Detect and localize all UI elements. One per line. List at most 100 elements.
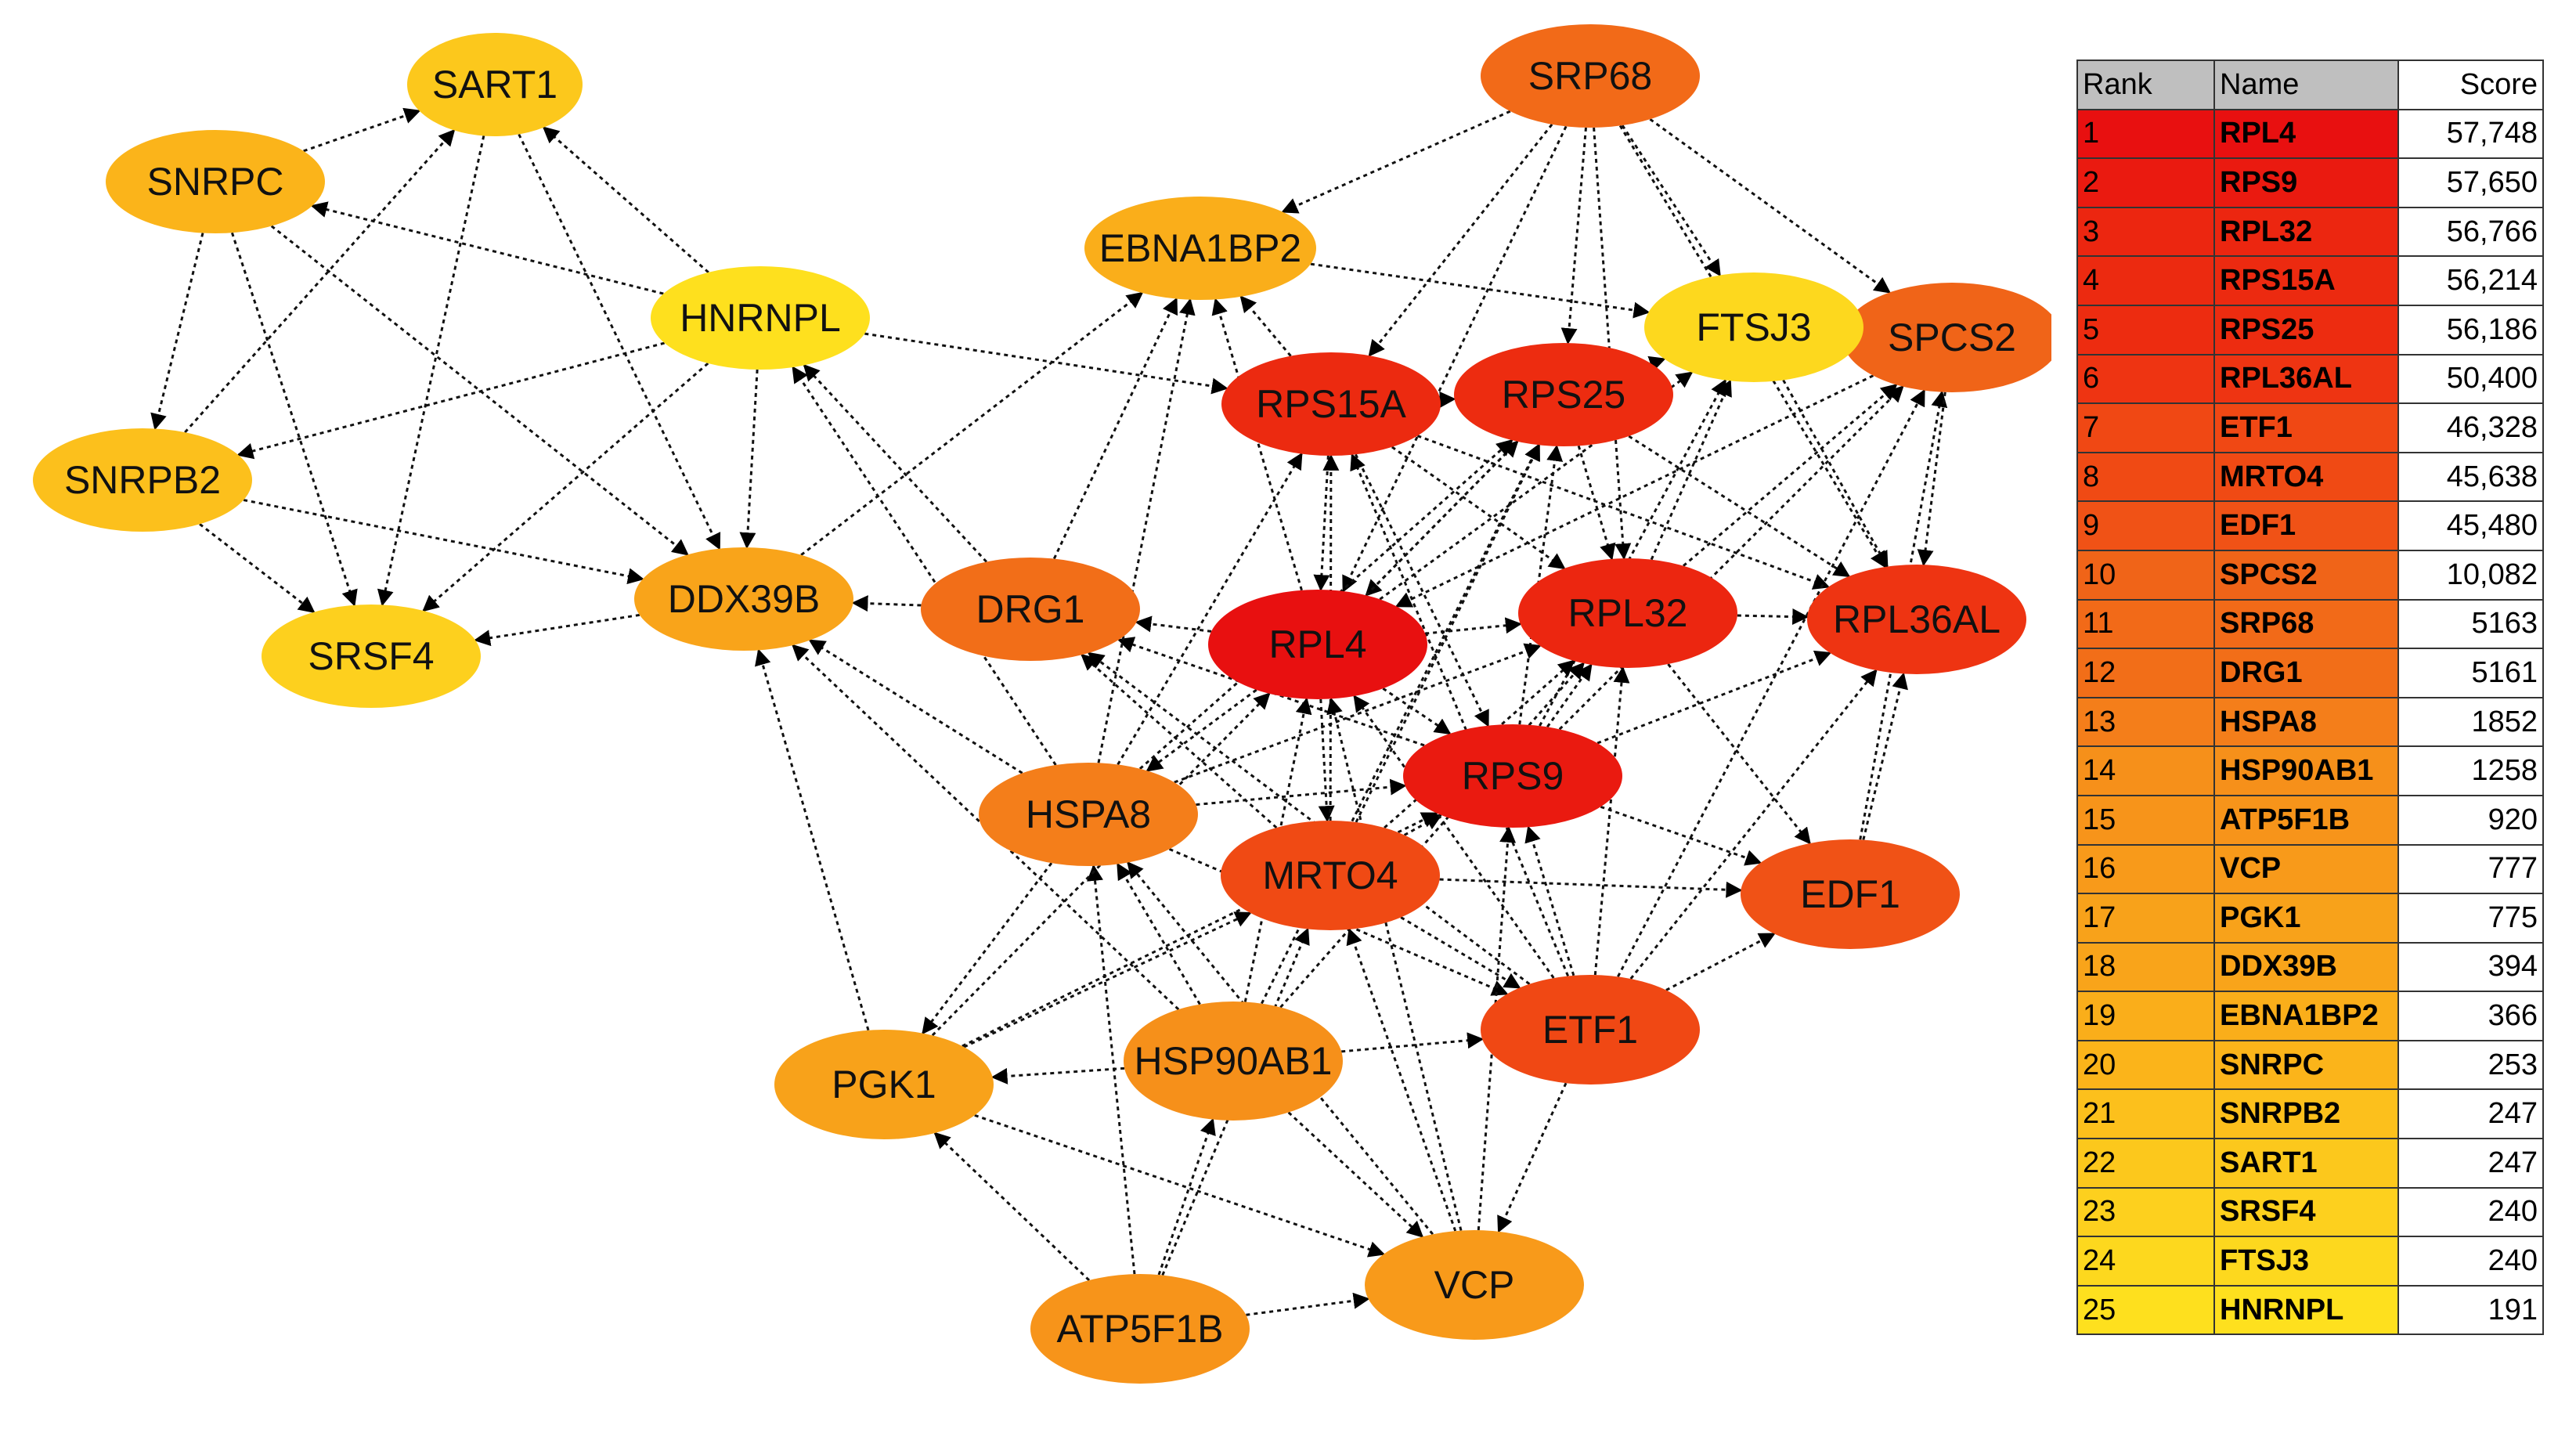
node-shape-mrto4 xyxy=(1221,821,1440,930)
edge-rps15a-rpl36al xyxy=(1416,435,1831,590)
node-label-rpl36al: RPL36AL xyxy=(1833,597,2001,641)
score-cell: 366 xyxy=(2397,991,2544,1041)
rank-cell: 14 xyxy=(2076,745,2215,796)
edge-pgk1-ddx39b xyxy=(755,648,870,1031)
node-label-hsp90ab1: HSP90AB1 xyxy=(1135,1039,1333,1083)
edge-snrpb2-ddx39b xyxy=(243,499,644,585)
node-label-atp5f1b: ATP5F1B xyxy=(1056,1307,1223,1351)
rank-cell: 1 xyxy=(2076,108,2215,160)
edge-hspa8-rps9 xyxy=(1196,778,1407,807)
node-label-etf1: ETF1 xyxy=(1542,1008,1638,1052)
score-cell: 56,214 xyxy=(2397,255,2544,306)
node-srsf4: SRSF4 xyxy=(262,605,481,708)
node-sart1: SART1 xyxy=(407,33,583,136)
node-shape-atp5f1b xyxy=(1030,1274,1250,1384)
node-shape-snrpc xyxy=(106,130,325,233)
node-atp5f1b: ATP5F1B xyxy=(1030,1274,1250,1384)
rank-cell: 2 xyxy=(2076,157,2215,208)
edge-etf1-rpl36al xyxy=(1629,669,1878,980)
rank-cell: 3 xyxy=(2076,206,2215,258)
score-cell: 5161 xyxy=(2397,648,2544,698)
edge-etf1-drg1 xyxy=(1087,651,1531,985)
edge-atp5f1b-vcp xyxy=(1246,1292,1370,1316)
node-shape-rps15a xyxy=(1221,352,1441,456)
name-cell: RPL4 xyxy=(2213,108,2399,160)
node-shape-ddx39b xyxy=(634,547,853,651)
node-shape-ftsj3 xyxy=(1644,272,1863,382)
name-cell: DDX39B xyxy=(2213,941,2399,993)
score-cell: 50,400 xyxy=(2397,353,2544,405)
edge-rps15a-rpl4 xyxy=(1313,455,1330,592)
node-srp68: SRP68 xyxy=(1481,24,1700,128)
node-rpl32: RPL32 xyxy=(1518,558,1737,668)
score-column-header: Score xyxy=(2397,60,2544,110)
edge-rps15a-rps25 xyxy=(1439,391,1456,408)
edge-pgk1-mrto4 xyxy=(963,911,1252,1048)
edge-mrto4-rps9 xyxy=(1403,814,1443,836)
node-shape-rpl36al xyxy=(1807,565,2026,674)
edge-rpl32-ftsj3 xyxy=(1650,379,1732,561)
name-cell: ATP5F1B xyxy=(2213,794,2399,846)
name-cell: PGK1 xyxy=(2213,893,2399,944)
edge-drg1-ebna1bp2 xyxy=(1052,297,1178,560)
edge-rps15a-rpl32 xyxy=(1391,446,1566,570)
node-edf1: EDF1 xyxy=(1741,839,1960,949)
name-cell: RPL32 xyxy=(2213,206,2399,258)
rank-cell: 18 xyxy=(2076,941,2215,993)
edge-rps25-ftsj3 xyxy=(1647,355,1666,372)
node-label-drg1: DRG1 xyxy=(976,587,1085,631)
rank-cell: 25 xyxy=(2076,1284,2215,1336)
node-shape-ebna1bp2 xyxy=(1084,197,1316,300)
name-cell: SNRPC xyxy=(2213,1039,2399,1091)
rank-cell: 20 xyxy=(2076,1039,2215,1091)
node-hspa8: HSPA8 xyxy=(979,763,1198,866)
name-cell: RPS9 xyxy=(2213,157,2399,208)
edge-hnrnpl-ddx39b xyxy=(739,369,759,550)
edge-atp5f1b-hsp90ab1 xyxy=(1157,1117,1216,1276)
edge-hsp90ab1-hspa8 xyxy=(1117,862,1201,1005)
node-shape-srsf4 xyxy=(262,605,481,708)
edge-ebna1bp2-ftsj3 xyxy=(1310,262,1651,319)
rank-cell: 6 xyxy=(2076,353,2215,405)
edge-rps9-rpl36al xyxy=(1596,650,1832,745)
edge-rps9-drg1 xyxy=(1117,637,1425,747)
score-cell: 247 xyxy=(2397,1088,2544,1140)
edge-snrpc-sart1 xyxy=(303,107,421,153)
score-cell: 46,328 xyxy=(2397,402,2544,453)
node-ebna1bp2: EBNA1BP2 xyxy=(1084,197,1316,300)
node-shape-edf1 xyxy=(1741,839,1960,949)
node-shape-rps25 xyxy=(1454,343,1673,446)
edge-sart1-ddx39b xyxy=(518,133,721,550)
node-vcp: VCP xyxy=(1365,1230,1584,1340)
score-cell: 247 xyxy=(2397,1138,2544,1189)
edge-pgk1-rpl4 xyxy=(931,692,1271,1037)
edge-mrto4-etf1 xyxy=(1400,916,1521,989)
edge-rpl4-ebna1bp2 xyxy=(1211,298,1303,591)
edge-etf1-rpl4 xyxy=(1353,695,1555,979)
score-cell: 920 xyxy=(2397,794,2544,846)
edge-hspa8-ddx39b xyxy=(808,639,1023,774)
edge-srp68-ftsj3 xyxy=(1621,125,1721,277)
node-label-vcp: VCP xyxy=(1434,1263,1515,1307)
edge-atp5f1b-pgk1 xyxy=(933,1131,1091,1282)
score-cell: 57,748 xyxy=(2397,108,2544,160)
edge-snrpc-srsf4 xyxy=(230,232,358,607)
edge-rpl4-rps25 xyxy=(1365,440,1519,597)
rank-cell: 13 xyxy=(2076,696,2215,748)
name-cell: RPL36AL xyxy=(2213,353,2399,405)
node-label-ddx39b: DDX39B xyxy=(668,577,821,621)
score-cell: 253 xyxy=(2397,1039,2544,1091)
rank-cell: 19 xyxy=(2076,991,2215,1041)
